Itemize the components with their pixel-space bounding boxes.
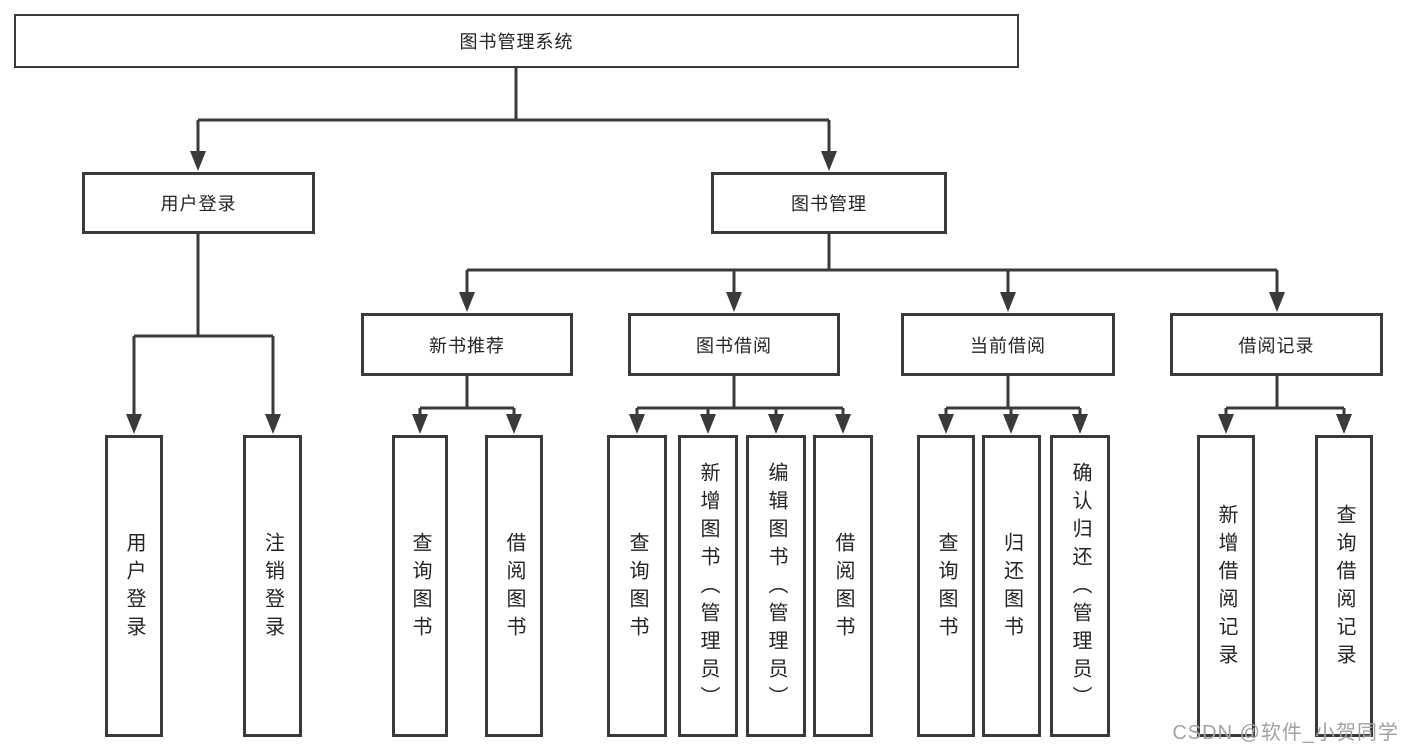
leaf-confirm-return-admin: 确认归还（管理员） — [1050, 435, 1110, 737]
leaf-return-book: 归还图书 — [982, 435, 1041, 737]
node-user-login: 用户登录 — [82, 172, 315, 234]
node-book-borrow: 图书借阅 — [628, 313, 840, 376]
leaf-edit-book-admin: 编辑图书（管理员） — [746, 435, 806, 737]
leaf-add-book-admin: 新增图书（管理员） — [678, 435, 738, 737]
leaf-query-book-current: 查询图书 — [917, 435, 975, 737]
node-current-borrow: 当前借阅 — [901, 313, 1115, 376]
leaf-logout: 注销登录 — [243, 435, 302, 737]
node-root-library-system: 图书管理系统 — [14, 14, 1019, 68]
leaf-query-borrow-record: 查询借阅记录 — [1315, 435, 1373, 737]
leaf-add-borrow-record: 新增借阅记录 — [1197, 435, 1255, 737]
leaf-user-login: 用户登录 — [105, 435, 163, 737]
node-new-book-recommend: 新书推荐 — [361, 313, 573, 376]
node-book-management: 图书管理 — [711, 172, 947, 234]
leaf-query-book-borrow: 查询图书 — [607, 435, 667, 737]
connector-lines — [132, 68, 1346, 420]
leaf-borrow-book-recommend: 借阅图书 — [485, 435, 543, 737]
leaf-borrow-book: 借阅图书 — [813, 435, 873, 737]
node-borrow-record: 借阅记录 — [1170, 313, 1383, 376]
leaf-query-book-recommend: 查询图书 — [392, 435, 448, 737]
csdn-watermark: CSDN @软件_小贺同学 — [1172, 722, 1399, 744]
arrow-down-icons — [126, 151, 1352, 434]
